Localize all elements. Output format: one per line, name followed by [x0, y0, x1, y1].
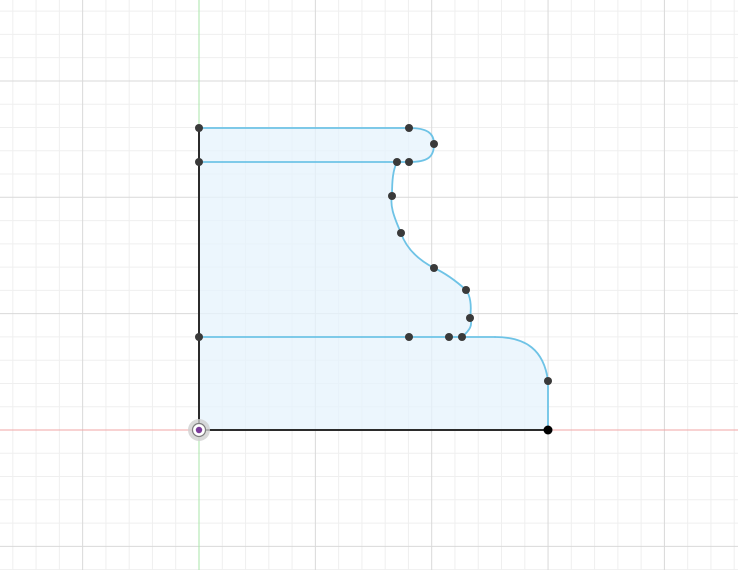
sketch-point-icon[interactable] [405, 124, 413, 132]
sketch-profile-region[interactable] [199, 128, 548, 430]
sketch-point-icon[interactable] [543, 425, 553, 435]
sketch-point-icon[interactable] [393, 158, 401, 166]
sketch-point-icon[interactable] [430, 264, 438, 272]
sketch-point-icon[interactable] [405, 158, 413, 166]
corner-arc[interactable] [494, 336, 549, 382]
sketch-point-icon[interactable] [195, 158, 203, 166]
sketch-point-icon[interactable] [462, 286, 470, 294]
origin-marker-icon[interactable] [188, 419, 210, 441]
sketch-point-icon[interactable] [388, 192, 396, 200]
sketch-point-icon[interactable] [445, 333, 453, 341]
sketch-point-icon[interactable] [544, 377, 552, 385]
sketch-points [195, 124, 553, 435]
sketch-point-icon[interactable] [430, 140, 438, 148]
sketch-point-icon[interactable] [458, 333, 466, 341]
sketch-point-icon[interactable] [397, 229, 405, 237]
sketch-point-icon[interactable] [195, 333, 203, 341]
sketch-point-icon[interactable] [405, 333, 413, 341]
sketch-point-icon[interactable] [195, 124, 203, 132]
sketch-point-icon[interactable] [466, 314, 474, 322]
